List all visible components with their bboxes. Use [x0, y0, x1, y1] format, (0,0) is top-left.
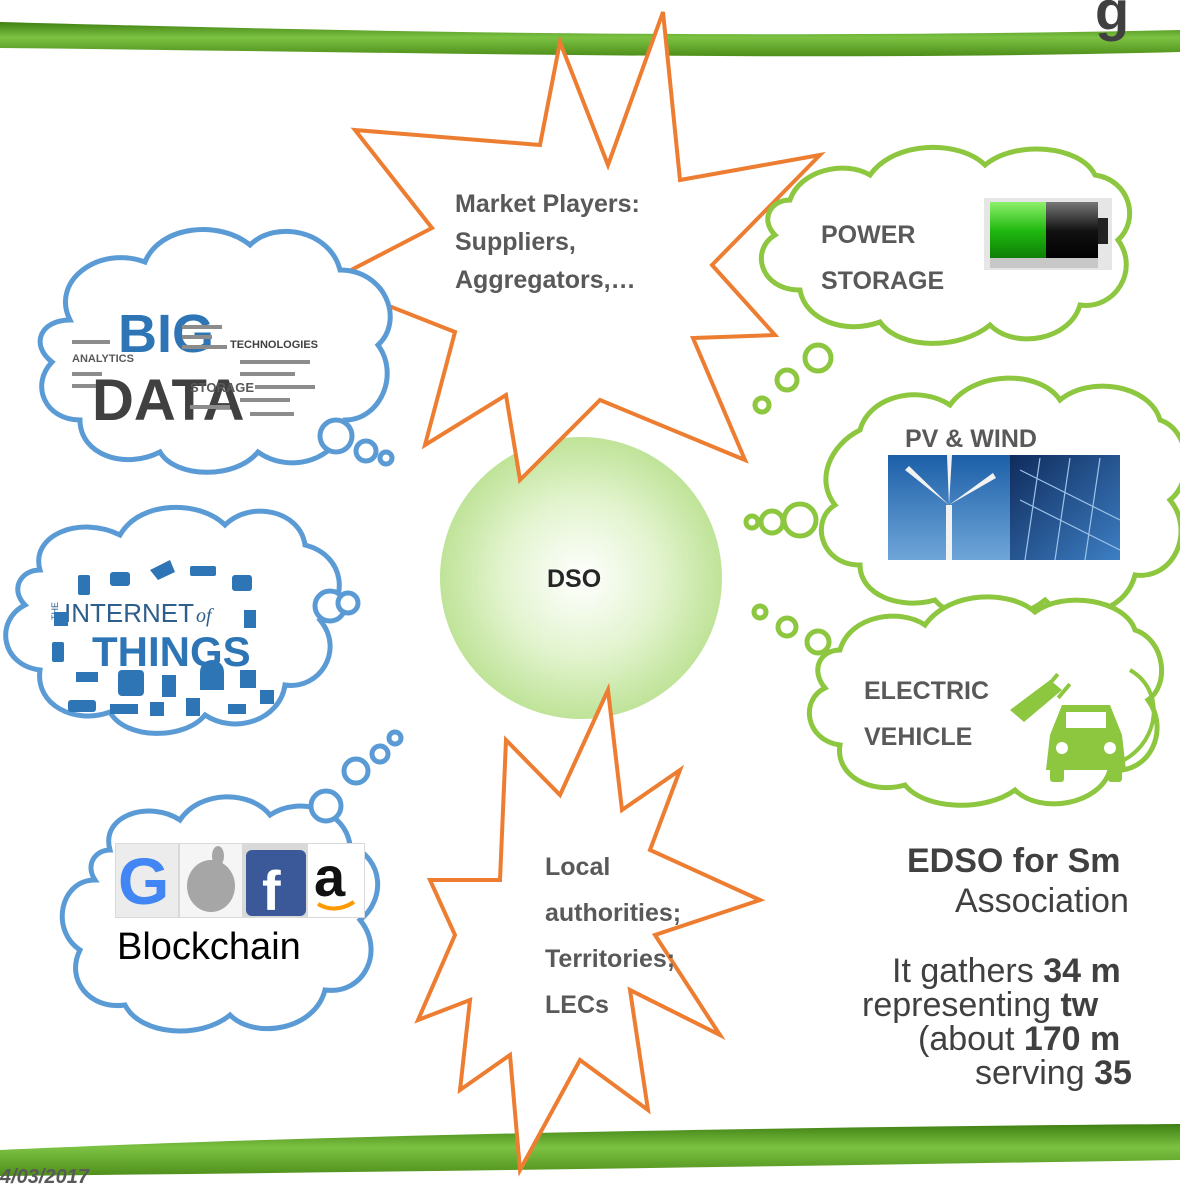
- svg-text:BIG: BIG: [118, 304, 214, 364]
- svg-text:INTERNET: INTERNET: [64, 598, 194, 628]
- slide-date: 4/03/2017: [0, 1166, 89, 1188]
- svg-text:ANALYTICS: ANALYTICS: [72, 353, 134, 365]
- local-authorities-label: Local authorities; Territories; LECs: [545, 844, 681, 1028]
- svg-text:THE: THE: [50, 602, 60, 620]
- svg-text:DATA: DATA: [92, 368, 244, 433]
- market-players-label: Market Players: Suppliers, Aggregators,…: [455, 185, 640, 299]
- svg-text:f: f: [262, 859, 281, 922]
- svg-text:G: G: [118, 844, 169, 918]
- edso-line-4-text: serving: [975, 1054, 1095, 1092]
- top-grass-band: [0, 22, 1180, 57]
- svg-text:STORAGE: STORAGE: [190, 380, 254, 395]
- edso-line-1: It gathers 34 m: [892, 952, 1121, 991]
- edso-heading: EDSO for Sm: [907, 842, 1121, 880]
- local-line-1: Local: [545, 853, 611, 881]
- local-line-4: LECs: [545, 991, 609, 1019]
- edso-line-2-text: representing: [862, 986, 1061, 1024]
- market-line-3: Aggregators,…: [455, 266, 636, 294]
- market-line-1: Market Players:: [455, 190, 640, 218]
- local-line-2: authorities;: [545, 899, 682, 927]
- big-data-wordcloud: BIG DATA ANALYTICS TECHNOLOGIES STORAGE: [72, 304, 318, 433]
- market-line-2: Suppliers,: [455, 228, 576, 256]
- edso-line-4-bold: 35: [1094, 1054, 1132, 1092]
- local-line-3: Territories;: [545, 945, 676, 973]
- edso-line-3: (about 170 m: [918, 1020, 1120, 1059]
- power-storage-cloud: [752, 144, 1133, 415]
- iot-graphic: INTERNET of THINGS THE: [50, 560, 274, 716]
- edso-line-3-bold: 170 m: [1023, 1020, 1121, 1058]
- power-storage-label: POWER STORAGE: [821, 212, 944, 304]
- svg-text:a: a: [314, 845, 346, 908]
- blockchain-label: Blockchain: [117, 926, 301, 968]
- power-line-1: POWER: [821, 221, 916, 249]
- pv-wind-label: PV & WIND: [905, 425, 1037, 453]
- ev-line-2: VEHICLE: [864, 723, 973, 751]
- svg-text:TECHNOLOGIES: TECHNOLOGIES: [230, 339, 318, 351]
- big-tech-logos: G f a: [115, 843, 365, 922]
- edso-subheading: Association: [955, 882, 1129, 920]
- edso-line-2: representing tw: [862, 986, 1098, 1025]
- bottom-grass-band: [0, 1124, 1180, 1176]
- electric-vehicle-label: ELECTRIC VEHICLE: [864, 668, 989, 760]
- slide-title-fragment: g: [1095, 0, 1130, 42]
- battery-icon: [984, 198, 1112, 270]
- pv-wind-photo: [888, 455, 1121, 561]
- edso-line-1-bold: 34 m: [1043, 952, 1121, 990]
- big-data-cloud: [37, 227, 395, 475]
- dso-label: DSO: [547, 565, 602, 593]
- market-players-starburst: [323, 11, 826, 485]
- edso-line-2-bold: tw: [1060, 986, 1099, 1024]
- ev-plug-car-icon: [1010, 668, 1156, 782]
- dso-circle: [440, 437, 722, 719]
- edso-line-3-text: (about: [918, 1020, 1024, 1058]
- svg-text:THINGS: THINGS: [92, 628, 251, 675]
- ev-line-1: ELECTRIC: [864, 677, 989, 705]
- power-line-2: STORAGE: [821, 267, 945, 295]
- local-authorities-starburst: [414, 682, 766, 1177]
- svg-text:of: of: [196, 605, 214, 627]
- edso-line-1-text: It gathers: [892, 952, 1044, 990]
- edso-line-4: serving 35: [975, 1054, 1132, 1093]
